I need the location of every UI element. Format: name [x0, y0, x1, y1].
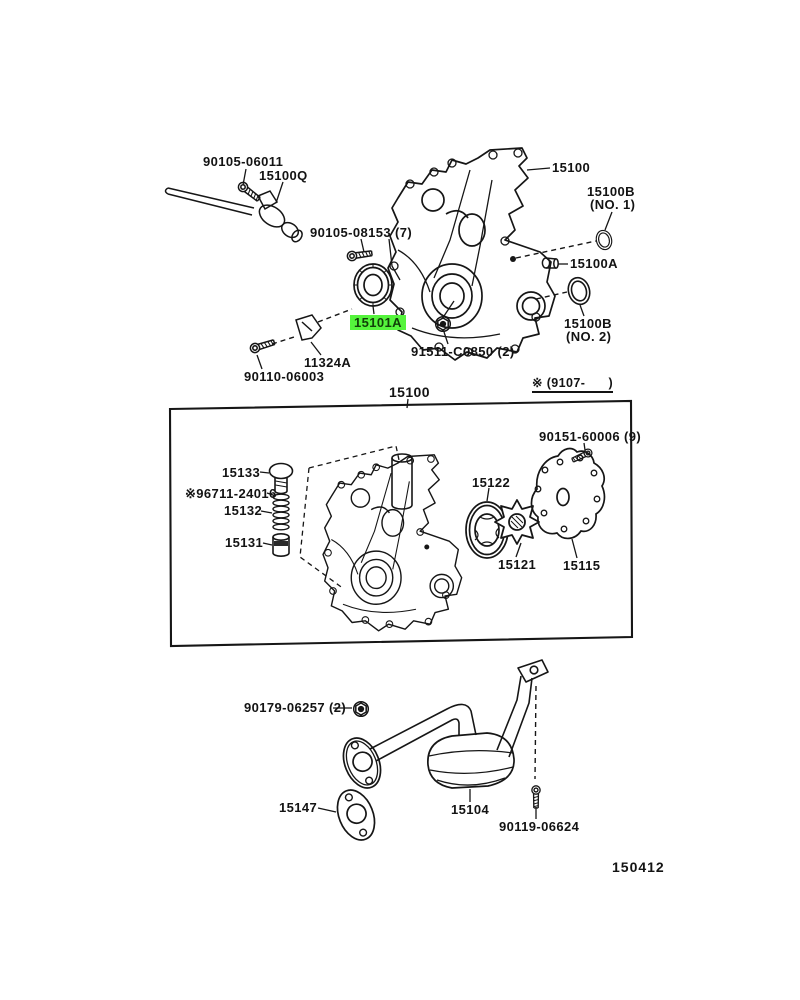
pickup-tube-flange-drawing	[335, 731, 389, 795]
middle-box-title-leader	[406, 398, 409, 409]
label-15131: 15131	[225, 535, 264, 550]
label-90105-06011: 90105-06011	[203, 154, 284, 169]
label-15100a: 15100A	[570, 256, 618, 271]
label-96711-24016: ※96711-24016	[185, 486, 277, 501]
label-15100q: 15100Q	[259, 168, 308, 183]
crank-sensor-15100q-drawing	[164, 187, 303, 243]
label-91511-c0850: 91511-C0850 (2)	[411, 344, 515, 359]
label-15132: 15132	[224, 503, 263, 518]
pump-cover-plate-15115-drawing	[530, 447, 606, 540]
label-15100b-no2: 15100B	[564, 316, 612, 331]
relief-valve-piston-15131-drawing	[272, 532, 290, 557]
label-11324a: 11324A	[304, 355, 352, 370]
valve-dashed-outline	[299, 445, 400, 590]
label-15100: 15100	[552, 160, 591, 175]
middle-box-frame	[168, 399, 634, 648]
oil-seal-15101a-drawing	[353, 263, 393, 307]
label-15100b-no1-sub: (NO. 1)	[590, 197, 636, 212]
bolt-90105-08153-icon	[346, 247, 374, 262]
bottom-leader-lines	[317, 707, 537, 819]
driven-rotor-15121-drawing	[494, 499, 540, 545]
gasket-15147-drawing	[329, 783, 383, 847]
label-90119-06624: 90119-06624	[499, 819, 580, 834]
top-leader-lines	[242, 167, 613, 370]
label-15115: 15115	[563, 558, 601, 573]
label-15101a-highlighted: 15101A	[350, 315, 406, 330]
oil-pump-body-drawing	[322, 453, 463, 632]
label-15147: 15147	[279, 800, 318, 815]
label-15104: 15104	[451, 802, 490, 817]
label-15122: 15122	[472, 475, 511, 490]
figure-number: 150412	[612, 859, 665, 875]
bolt-90119-icon	[531, 785, 541, 809]
label-box-title-15100: 15100	[389, 384, 430, 400]
label-90110-06003: 90110-06003	[244, 369, 325, 384]
pickup-tube-drawing	[369, 703, 477, 762]
label-90179-06257: 90179-06257 (2)	[244, 700, 347, 715]
label-15100b-no2-sub: (NO. 2)	[566, 329, 612, 344]
strainer-bracket-drawing	[496, 659, 549, 758]
bolt-90110-06003-icon	[248, 337, 277, 355]
timing-cover-drawing	[387, 147, 556, 361]
label-90105-08153: 90105-08153 (7)	[310, 225, 413, 240]
label-15121: 15121	[498, 557, 537, 572]
relief-valve-spring-15132-drawing	[272, 493, 290, 531]
label-date-note: ※ (9107- )	[532, 377, 614, 393]
oring-15100b-no1-icon	[593, 228, 615, 252]
label-15100b-no1: 15100B	[587, 184, 635, 199]
bracket-11324a-drawing	[295, 314, 322, 341]
label-15133: 15133	[222, 465, 261, 480]
bracket-bolt-dashed-line	[534, 685, 537, 780]
nut-91511-icon	[434, 315, 452, 333]
bolt-90105-06011-icon	[235, 179, 263, 204]
oring-15100b-no2-icon	[564, 274, 594, 308]
label-90151-60006: 90151-60006 (9)	[539, 429, 642, 444]
top-dashed-leaders	[271, 240, 597, 345]
middle-leader-lines	[259, 442, 586, 559]
nut-90179-icon	[352, 700, 370, 718]
strainer-cup-15104-drawing	[427, 732, 515, 789]
